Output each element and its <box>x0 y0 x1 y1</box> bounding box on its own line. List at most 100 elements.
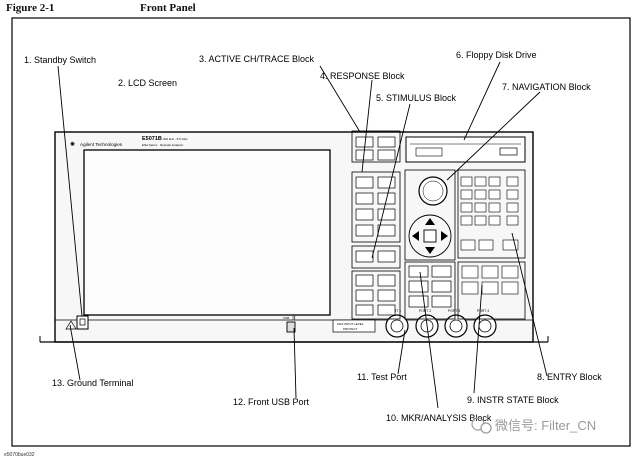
leader-navigation <box>446 91 541 181</box>
port-label: PORT 3 <box>448 309 460 313</box>
entry-key[interactable] <box>460 239 476 251</box>
figure-number: Figure 2-1 <box>6 2 55 14</box>
watermark-text: 微信号: Filter_CN <box>495 418 596 433</box>
keypad-key[interactable] <box>474 176 487 187</box>
response-key[interactable] <box>355 176 374 189</box>
active-key[interactable] <box>377 149 396 161</box>
usb-symbol-icon: ⇶ <box>292 315 296 320</box>
response-key[interactable] <box>355 224 374 237</box>
floppy-eject-button[interactable] <box>499 147 518 156</box>
response-key[interactable] <box>377 208 396 221</box>
panel-subtitle: Network Analyzer <box>160 143 183 147</box>
callout-instr: 9. INSTR STATE Block <box>467 395 559 405</box>
instr-key[interactable] <box>501 281 519 295</box>
entry-key[interactable] <box>478 239 494 251</box>
leader-response <box>361 79 373 173</box>
active-key[interactable] <box>377 136 396 148</box>
response-key[interactable] <box>355 192 374 205</box>
callout-ground: 13. Ground Terminal <box>52 378 133 388</box>
instr-key[interactable] <box>461 265 479 279</box>
callout-navigation: 7. NAVIGATION Block <box>502 82 591 92</box>
instr-key[interactable] <box>461 281 479 295</box>
marker-key[interactable] <box>431 295 452 308</box>
response-key[interactable] <box>377 176 396 189</box>
keypad-key[interactable] <box>474 189 487 200</box>
callouts: 1. Standby Switch 2. LCD Screen 3. ACTIV… <box>24 50 602 423</box>
panel-key[interactable] <box>355 274 374 287</box>
stimulus-key[interactable] <box>377 250 396 263</box>
keypad-key[interactable] <box>488 215 501 226</box>
callout-test: 11. Test Port <box>357 372 407 382</box>
leader-floppy <box>463 61 501 141</box>
arrow-up-icon[interactable] <box>425 218 435 225</box>
protect-line1: MAX INPUT LEVEL <box>337 322 364 326</box>
watermark: 微信号: Filter_CN <box>471 417 596 434</box>
marker-key[interactable] <box>408 265 429 278</box>
footer-code: e5070bue032 <box>4 452 35 458</box>
keypad-key[interactable] <box>506 176 519 187</box>
arrow-left-icon[interactable] <box>412 231 419 241</box>
panel-model-range: 300 kHz - 8.5 GHz <box>163 137 188 141</box>
leader-lines <box>57 61 548 409</box>
standby-switch[interactable] <box>76 315 89 330</box>
test-port-4[interactable] <box>473 314 497 338</box>
keypad-key[interactable] <box>460 202 473 213</box>
navigation-block <box>404 169 456 261</box>
arrow-down-icon[interactable] <box>425 247 435 254</box>
port-label: PORT 4 <box>477 309 489 313</box>
lower-left-block <box>351 270 401 320</box>
leader-entry <box>511 232 548 377</box>
instr-key[interactable] <box>501 265 519 279</box>
front-usb-port[interactable] <box>286 321 296 333</box>
response-key[interactable] <box>355 208 374 221</box>
leader-usb <box>293 327 297 399</box>
keypad-key[interactable] <box>474 215 487 226</box>
marker-key[interactable] <box>408 280 429 293</box>
wechat-icon-2 <box>480 422 492 434</box>
protect-line2: PROTECT <box>343 327 358 331</box>
enter-key[interactable] <box>423 229 437 243</box>
keypad-key[interactable] <box>506 189 519 200</box>
keypad-key[interactable] <box>460 215 473 226</box>
keypad-key[interactable] <box>506 215 519 226</box>
floppy-disk-drive <box>405 136 526 163</box>
test-port-1[interactable] <box>385 314 409 338</box>
panel-brand: Agilent Technologies <box>80 142 123 147</box>
panel-model: E5071B <box>142 136 162 142</box>
panel-key[interactable] <box>377 289 396 302</box>
keypad-key[interactable] <box>474 202 487 213</box>
entry-key[interactable] <box>502 239 519 251</box>
panel-key[interactable] <box>377 274 396 287</box>
marker-key[interactable] <box>431 265 452 278</box>
callout-active: 3. ACTIVE CH/TRACE Block <box>199 54 315 64</box>
marker-key[interactable] <box>408 295 429 308</box>
response-key[interactable] <box>377 224 396 237</box>
keypad-key[interactable] <box>460 189 473 200</box>
marker-key[interactable] <box>431 280 452 293</box>
panel-key[interactable] <box>377 304 396 316</box>
instr-key[interactable] <box>481 265 499 279</box>
leader-test <box>397 329 406 375</box>
keypad-key[interactable] <box>506 202 519 213</box>
instr-key[interactable] <box>481 281 499 295</box>
leader-mkr <box>419 271 439 409</box>
keypad-key[interactable] <box>488 202 501 213</box>
panel-key[interactable] <box>355 304 374 316</box>
arrow-right-icon[interactable] <box>441 231 448 241</box>
callout-mkr: 10. MKR/ANALYSIS Block <box>386 413 492 423</box>
stimulus-key[interactable] <box>355 250 374 263</box>
keypad-key[interactable] <box>488 176 501 187</box>
keypad-key[interactable] <box>488 189 501 200</box>
leader-active <box>319 65 361 133</box>
keypad-key[interactable] <box>460 176 473 187</box>
leader-ground <box>69 324 81 381</box>
test-port-3[interactable] <box>444 314 468 338</box>
standby-switch-icon <box>79 318 86 326</box>
usb-label: USB <box>283 316 289 320</box>
protect-label-box <box>332 319 376 333</box>
panel-key[interactable] <box>355 289 374 302</box>
keypad-keys <box>460 176 519 251</box>
callout-entry: 8. ENTRY Block <box>537 372 602 382</box>
